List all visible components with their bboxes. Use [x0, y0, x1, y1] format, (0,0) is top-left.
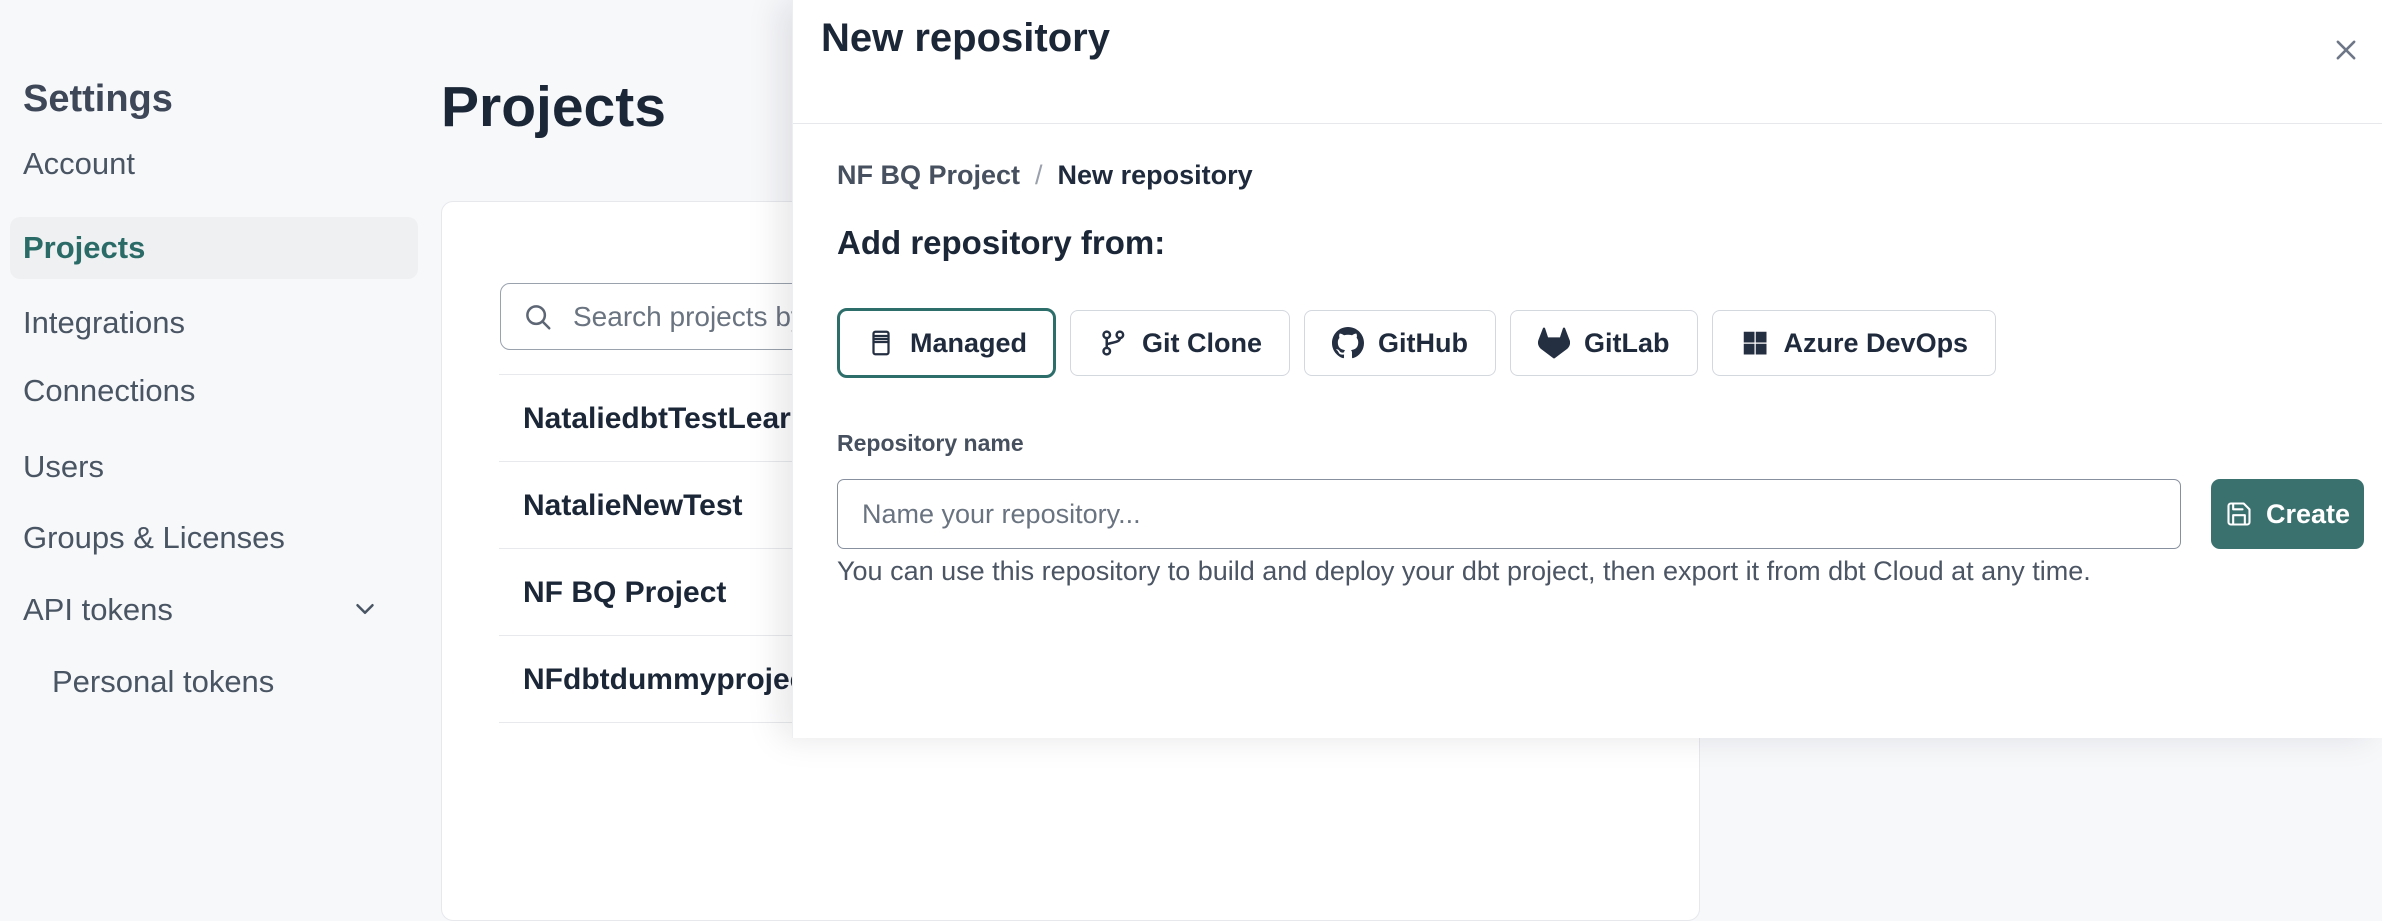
save-icon: [2225, 500, 2253, 528]
source-button-github[interactable]: GitHub: [1304, 310, 1497, 376]
sidebar-title: Settings: [23, 78, 173, 120]
sidebar-item-integrations[interactable]: Integrations: [23, 305, 185, 340]
sidebar-item-personal-tokens[interactable]: Personal tokens: [52, 664, 275, 699]
source-button-label: Git Clone: [1142, 327, 1263, 358]
repository-name-row: Create: [837, 479, 2364, 549]
repository-name-input[interactable]: [837, 479, 2181, 549]
sidebar-item-users[interactable]: Users: [23, 449, 104, 484]
sidebar-item-groups-licenses[interactable]: Groups & Licenses: [23, 520, 285, 555]
sidebar-item-api-tokens[interactable]: API tokens: [23, 593, 380, 627]
source-button-label: Managed: [910, 327, 1028, 358]
modal-title: New repository: [821, 16, 1110, 60]
create-button-label: Create: [2265, 498, 2351, 529]
breadcrumb-separator: /: [1035, 160, 1043, 190]
breadcrumb-parent[interactable]: NF BQ Project: [837, 160, 1021, 190]
managed-repo-icon: [866, 328, 896, 358]
repo-source-buttons: Managed Git Clone GitHub GitLab Azure De: [837, 308, 1997, 378]
gitlab-icon: [1538, 327, 1571, 359]
modal-header: New repository: [793, 0, 2382, 124]
sidebar-item-api-tokens-label: API tokens: [23, 592, 173, 627]
breadcrumb: NF BQ Project / New repository: [837, 160, 1253, 191]
git-branch-icon: [1098, 328, 1128, 358]
page-title: Projects: [441, 75, 666, 139]
sidebar-item-projects-label: Projects: [23, 230, 146, 265]
source-button-git-clone[interactable]: Git Clone: [1070, 310, 1291, 376]
sidebar-item-account[interactable]: Account: [23, 146, 136, 181]
source-button-label: GitHub: [1378, 327, 1469, 358]
source-button-azure-devops[interactable]: Azure DevOps: [1711, 310, 1997, 376]
sidebar-item-connections[interactable]: Connections: [23, 373, 196, 408]
close-button[interactable]: [2324, 28, 2368, 72]
chevron-down-icon: [350, 594, 380, 624]
repository-name-label: Repository name: [837, 430, 1024, 456]
source-button-label: Azure DevOps: [1783, 327, 1969, 358]
close-icon: [2332, 36, 2360, 64]
source-button-managed[interactable]: Managed: [837, 308, 1057, 378]
helper-text: You can use this repository to build and…: [837, 556, 2091, 586]
settings-sidebar: Settings Account Projects Integrations C…: [0, 0, 436, 738]
github-icon: [1332, 327, 1365, 359]
new-repository-modal: New repository NF BQ Project / New repos…: [792, 0, 2382, 738]
sidebar-item-projects[interactable]: Projects: [10, 217, 418, 279]
section-heading: Add repository from:: [837, 224, 1166, 261]
azure-devops-icon: [1740, 328, 1770, 358]
source-button-gitlab[interactable]: GitLab: [1510, 310, 1698, 376]
create-button[interactable]: Create: [2211, 479, 2364, 549]
source-button-label: GitLab: [1584, 327, 1670, 358]
breadcrumb-current: New repository: [1057, 160, 1253, 190]
search-icon: [523, 302, 553, 332]
